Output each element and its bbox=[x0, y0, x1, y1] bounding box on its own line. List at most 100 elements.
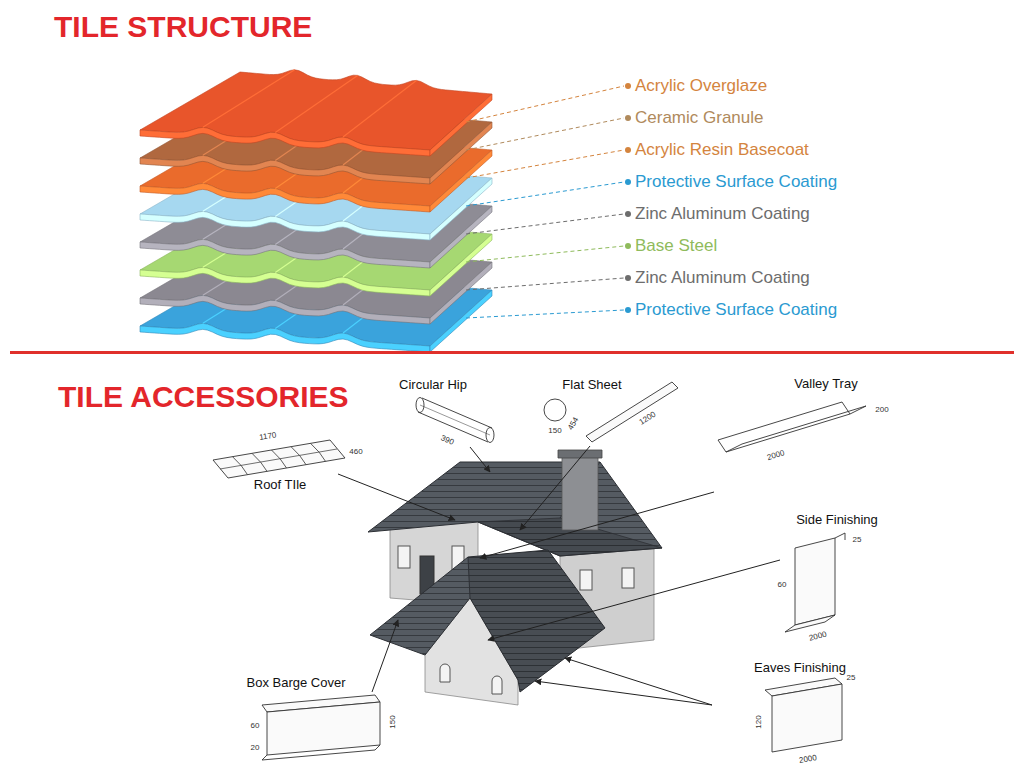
dimension: 1200 bbox=[637, 410, 658, 428]
dimension: 390 bbox=[438, 434, 456, 448]
tile-layer bbox=[140, 70, 492, 156]
tile-layers bbox=[140, 70, 492, 352]
layer-edge bbox=[140, 239, 430, 268]
dimension: 2000 bbox=[797, 754, 818, 766]
window bbox=[398, 546, 410, 568]
dimension: 454 bbox=[566, 415, 581, 433]
leader-arrow bbox=[470, 447, 490, 472]
part-name: Box Barge Cover bbox=[246, 676, 347, 690]
leader-dot bbox=[625, 147, 631, 153]
section-heading: TILE STRUCTURE bbox=[53, 10, 313, 43]
layer-label: Acrylic Resin Basecoat bbox=[634, 141, 810, 160]
layer-ridge bbox=[343, 80, 416, 137]
window bbox=[622, 568, 634, 588]
part-name: Side Finishing bbox=[795, 513, 879, 527]
part-name: Valley Tray bbox=[793, 377, 858, 391]
leader-dot bbox=[625, 275, 631, 281]
dimension: 60 bbox=[777, 581, 788, 590]
dimension: 20 bbox=[250, 744, 261, 753]
leader-line bbox=[466, 310, 624, 318]
leader-arrow bbox=[338, 474, 455, 520]
leader-line bbox=[466, 118, 624, 150]
layer-label: Protective Surface Coating bbox=[634, 173, 838, 192]
layer-surface bbox=[140, 70, 492, 150]
dimension: 1170 bbox=[258, 431, 278, 443]
part-name: Eaves Finishing bbox=[753, 661, 847, 675]
tile-row-line bbox=[220, 449, 337, 469]
roof-ridge-line bbox=[468, 557, 470, 598]
layer-label: Acrylic Overglaze bbox=[634, 77, 768, 96]
part-name: Flat Sheet bbox=[561, 378, 622, 392]
layer-edge bbox=[140, 183, 430, 212]
chimney bbox=[562, 456, 598, 530]
dimension: 200 bbox=[874, 406, 889, 415]
hip-end bbox=[416, 398, 424, 413]
leader-line bbox=[466, 150, 624, 178]
leader-dot bbox=[625, 307, 631, 313]
valley-tray-end bbox=[842, 402, 866, 414]
window bbox=[580, 570, 592, 590]
dimension: 120 bbox=[755, 714, 764, 729]
valley-tray-drawing bbox=[718, 402, 842, 440]
leader-arrow bbox=[565, 658, 712, 705]
dimension: 25 bbox=[846, 674, 857, 683]
leader-line bbox=[466, 214, 624, 234]
leader-dot bbox=[625, 243, 631, 249]
part-name: Circular Hip bbox=[398, 378, 468, 392]
layer-edge bbox=[140, 211, 430, 240]
hip-drawing bbox=[420, 405, 490, 435]
leader-dot bbox=[625, 83, 631, 89]
dimension: 60 bbox=[250, 722, 261, 731]
layer-label: Ceramic Granule bbox=[634, 109, 765, 128]
leader-arrow bbox=[372, 620, 398, 692]
layer-edge bbox=[140, 323, 430, 352]
part-name: Roof TIle bbox=[253, 478, 308, 492]
valley-tray-end bbox=[718, 440, 742, 452]
side-finishing-drawing bbox=[795, 538, 835, 625]
roof-tile-drawing bbox=[213, 440, 345, 478]
dimension: 150 bbox=[547, 427, 562, 436]
hip-drawing bbox=[418, 412, 488, 442]
eaves-finishing-drawing bbox=[772, 684, 842, 752]
dimension: 460 bbox=[348, 448, 363, 457]
layer-edge bbox=[140, 267, 430, 296]
side-finishing-lip bbox=[835, 533, 845, 540]
accessory-drawings bbox=[213, 382, 866, 760]
hip-section bbox=[544, 399, 566, 421]
leader-arrow bbox=[488, 560, 780, 640]
arched-window bbox=[440, 664, 450, 682]
layer-label: Base Steel bbox=[634, 237, 718, 256]
leader-arrow bbox=[520, 446, 590, 530]
leader-line bbox=[466, 182, 624, 206]
roof bbox=[368, 462, 662, 556]
layer-edge bbox=[140, 295, 430, 324]
leader-dot bbox=[625, 115, 631, 121]
box-barge-drawing bbox=[267, 702, 380, 755]
chimney-cap bbox=[558, 450, 602, 458]
arched-window bbox=[492, 676, 502, 694]
dimension: 2000 bbox=[807, 630, 828, 643]
layer-label: Protective Surface Coating bbox=[634, 301, 838, 320]
leader-arrow bbox=[535, 681, 712, 705]
layer-ridge bbox=[275, 75, 357, 132]
dimension: 25 bbox=[852, 536, 863, 545]
house bbox=[368, 450, 662, 705]
side-finishing-flange bbox=[785, 615, 835, 632]
dimension: 150 bbox=[389, 714, 398, 729]
layer-edge bbox=[140, 127, 430, 156]
roof-shade bbox=[468, 550, 605, 692]
section-divider bbox=[10, 351, 1014, 354]
layer-leaders bbox=[466, 83, 631, 318]
leader-dot bbox=[625, 211, 631, 217]
hip-drawing bbox=[422, 398, 492, 428]
dimension: 2000 bbox=[765, 449, 787, 463]
layer-label: Zinc Aluminum Coating bbox=[634, 205, 811, 224]
leader-line bbox=[466, 86, 624, 122]
leader-arrow bbox=[480, 492, 714, 558]
layer-edge bbox=[140, 155, 430, 184]
accessory-leaders bbox=[338, 446, 780, 705]
roof bbox=[370, 550, 605, 692]
leader-dot bbox=[625, 179, 631, 185]
hip-end bbox=[486, 428, 494, 443]
